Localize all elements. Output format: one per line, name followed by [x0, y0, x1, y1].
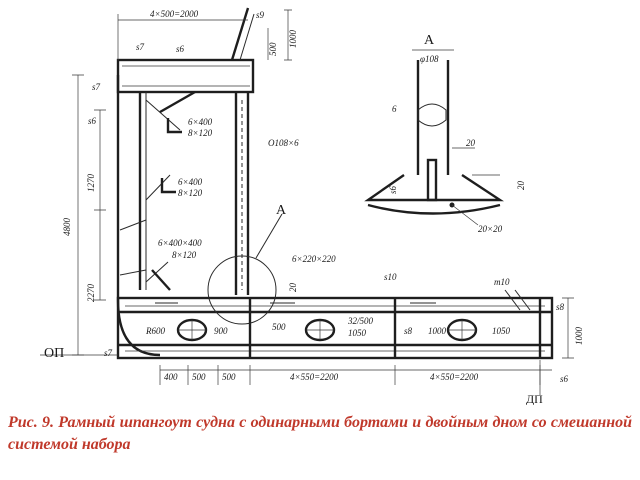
mid-20-label: 20 [288, 283, 298, 293]
h1000-label: 1000 [428, 326, 447, 336]
detail-s6-label: s6 [388, 185, 398, 194]
side-frame [116, 7, 255, 357]
h900-label: 900 [214, 326, 228, 336]
callout-circle [207, 255, 277, 325]
detail-20x20-label: 20×20 [478, 224, 503, 234]
b400-label: 400 [164, 372, 178, 382]
op-label: ОП [44, 346, 64, 361]
s9-label: s9 [256, 10, 265, 20]
profile1-a-label: 6×400 [188, 117, 213, 127]
plate-label: 6×220×220 [292, 254, 336, 264]
right-1000-label: 1000 [574, 327, 584, 346]
s6-bottom-label: s6 [560, 374, 569, 384]
s7-left-label: s7 [92, 82, 101, 92]
b500b-label: 500 [222, 372, 236, 382]
dp-label: ДП [526, 392, 543, 405]
height-4800-label: 4800 [62, 218, 72, 237]
h500-label: 500 [272, 322, 286, 332]
detail-6-label: 6 [392, 104, 397, 114]
s6-left-label: s6 [88, 116, 97, 126]
b500a-label: 500 [192, 372, 206, 382]
s10-label: s10 [384, 272, 397, 282]
detail-20a-label: 20 [466, 138, 476, 148]
profile2-b-label: 8×120 [178, 188, 203, 198]
s6-top-label: s6 [176, 44, 185, 54]
dimensions [40, 9, 574, 395]
profile3-a-label: 6×400×400 [158, 238, 202, 248]
top-1000-label: 1000 [288, 30, 298, 49]
double-bottom [116, 289, 554, 360]
r600-label: R600 [145, 326, 165, 336]
callout-a-label: А [276, 203, 287, 218]
top-span-label: 4×500=2000 [150, 9, 199, 19]
small-a-label: 32/500 [347, 316, 374, 326]
s7-top-label: s7 [136, 42, 145, 52]
bottom-span2-label: 4×550=2200 [430, 372, 479, 382]
detail-20b-label: 20 [516, 181, 526, 191]
s7-bottom-label: s7 [104, 348, 113, 358]
figure-caption: Рис. 9. Рамный шпангоут судна с одинарны… [8, 414, 632, 453]
pipe-label: O108×6 [268, 138, 299, 148]
bottom-span1-label: 4×550=2200 [290, 372, 339, 382]
frame-drawing: 4×500=2000 s9 1000 500 s7 s6 s7 s6 6×400… [40, 7, 584, 405]
small-b-label: 1050 [348, 328, 367, 338]
profile2-a-label: 6×400 [178, 177, 203, 187]
detail-a [364, 49, 505, 226]
height-1270-label: 1270 [86, 174, 96, 193]
top-500-label: 500 [268, 42, 278, 56]
profile1-b-label: 8×120 [188, 128, 213, 138]
h1050-label: 1050 [492, 326, 511, 336]
s8-right-label: s8 [556, 302, 565, 312]
detail-phi-label: φ108 [420, 54, 439, 64]
callout-leader [255, 213, 283, 259]
detail-title-label: А [424, 33, 435, 48]
height-2270-label: 2270 [86, 284, 96, 303]
s8-inner-label: s8 [404, 326, 413, 336]
profile3-b-label: 8×120 [172, 250, 197, 260]
t10-label: т10 [494, 277, 510, 287]
